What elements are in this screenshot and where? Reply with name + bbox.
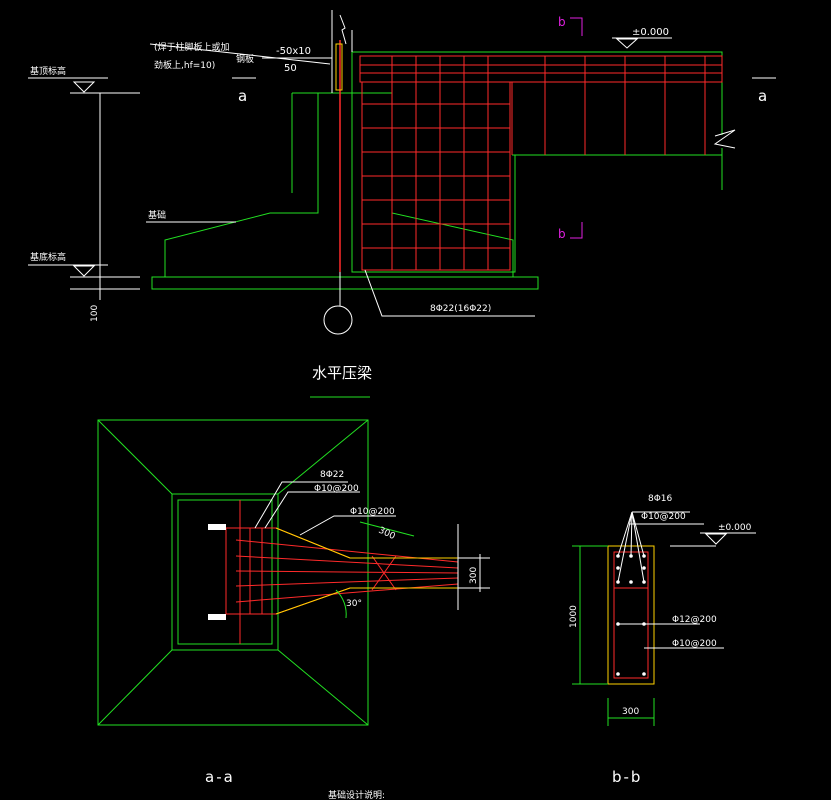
plate-label: 钢板 xyxy=(236,53,254,65)
cut-a-left-label: a xyxy=(238,87,247,105)
zero-level-label: ±0.000 xyxy=(632,27,669,38)
plan-beam-edge-bottom xyxy=(275,587,351,615)
section-b-level-triangle xyxy=(704,533,728,545)
stirrup-2-label: Φ10@200 xyxy=(350,507,395,517)
zero-level-triangle xyxy=(615,38,639,49)
weld-note-2: 劲板上,hf=10) xyxy=(154,59,215,71)
section-b-side-bar: Φ12@200 xyxy=(672,615,717,625)
level-triangle-bottom xyxy=(72,265,96,277)
stirrup-1-leader xyxy=(264,491,360,529)
rebar-main-label: 8Φ22 xyxy=(320,470,344,480)
section-b-stirrup xyxy=(613,551,649,679)
pedestal-plan-outline xyxy=(171,493,279,651)
anchor-plate-bottom xyxy=(208,614,226,620)
dim-300-b-label: 300 xyxy=(469,567,479,584)
pedestal-plan-inner xyxy=(177,499,273,645)
rebar-note: 8Φ22(16Φ22) xyxy=(430,304,491,314)
plate-length: 50 xyxy=(284,63,297,74)
cut-b-bottom-mark xyxy=(570,222,583,239)
cut-b-bottom-label: b xyxy=(558,227,566,241)
section-b-zero-level: ±0.000 xyxy=(718,523,752,533)
beam-top-outline xyxy=(352,51,723,135)
elevation-view: 基顶标高 基底标高 100 基础 xyxy=(28,10,776,335)
weld-plate xyxy=(335,43,343,91)
dim-300-a-line xyxy=(359,521,415,537)
anchor-plate-top xyxy=(208,524,226,530)
section-a-label: a-a xyxy=(205,768,235,786)
section-b-leaders xyxy=(617,511,724,649)
plan-beam-rebar xyxy=(225,527,459,615)
footing-plan-outline xyxy=(97,419,369,726)
weld-note-leader xyxy=(149,43,331,65)
top-rebar-cage xyxy=(359,55,723,83)
foundation-label: 基础 xyxy=(148,209,166,221)
beam-body-outline xyxy=(351,52,516,273)
stirrup-1-label: Φ10@200 xyxy=(314,484,359,494)
rebar-note-leader xyxy=(364,269,535,317)
section-b-stirrup-bottom: Φ10@200 xyxy=(672,639,717,649)
rebar-main-leader xyxy=(254,481,348,529)
cut-a-right-label: a xyxy=(758,87,767,105)
plan-view: 8Φ22 Φ10@200 Φ10@200 300 300 30° a-a xyxy=(97,419,490,786)
plate-size: -50x10 xyxy=(276,46,311,57)
section-b-bars xyxy=(616,554,646,676)
footing-outline-left xyxy=(164,92,319,277)
break-line xyxy=(713,129,736,149)
bottom-level-label: 基底标高 xyxy=(30,251,66,263)
hip-line-tl xyxy=(97,419,173,495)
section-b-outline xyxy=(607,545,655,685)
top-level-label: 基顶标高 xyxy=(30,65,66,77)
section-b-label: b-b xyxy=(612,768,642,786)
stirrup-2-leader xyxy=(299,515,396,536)
section-b-stirrup-top: Φ10@200 xyxy=(641,512,686,522)
hip-line-br xyxy=(277,649,369,726)
footer-note: 基础设计说明: xyxy=(328,789,385,800)
section-b-rebar-top: 8Φ16 xyxy=(648,494,673,504)
level-triangle-top xyxy=(72,81,96,93)
column-break xyxy=(339,14,347,45)
plan-beam-edge-top xyxy=(275,527,351,559)
angle-label: 30° xyxy=(346,599,362,609)
dim-300-a-label: 300 xyxy=(377,526,397,542)
hip-line-bl xyxy=(97,649,173,726)
section-b-width: 300 xyxy=(622,707,639,717)
hip-line-tr xyxy=(277,419,369,495)
dim-100-label: 100 xyxy=(90,305,100,322)
beam-rebar-mesh xyxy=(339,40,723,272)
angle-arc xyxy=(335,589,347,619)
cut-b-top-mark xyxy=(570,17,583,36)
cut-b-top-label: b xyxy=(558,15,566,29)
plan-title: 水平压梁 xyxy=(312,364,372,382)
section-b-view: 8Φ16 Φ10@200 Φ12@200 Φ10@200 ±0.000 1000… xyxy=(569,494,756,786)
weld-note-1: (焊于柱脚板上或加 xyxy=(154,41,230,53)
footing-outline-right xyxy=(391,93,514,277)
grid-bubble xyxy=(323,305,353,335)
section-b-height: 1000 xyxy=(569,605,579,628)
blinding-layer xyxy=(151,276,539,290)
